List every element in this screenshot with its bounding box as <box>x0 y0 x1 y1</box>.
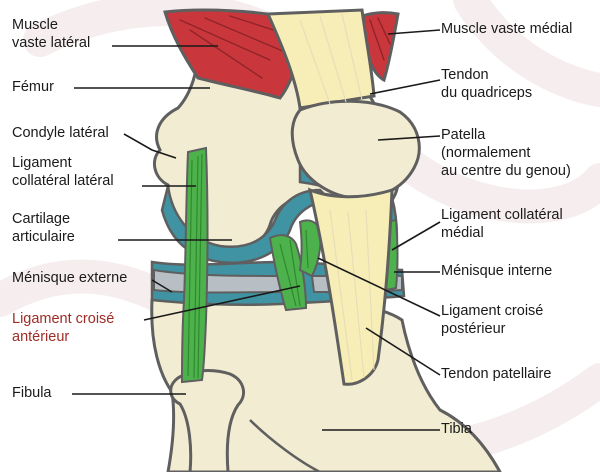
label-muscle-vaste-medial: Muscle vaste médial <box>441 20 572 38</box>
label-tibia: Tibia <box>441 420 472 438</box>
leader-tendon-quadriceps <box>370 80 440 94</box>
label-tendon-patellaire: Tendon patellaire <box>441 365 551 383</box>
label-ligament-collateral-lateral: Ligament collatéral latéral <box>12 154 114 190</box>
label-patella: Patella (normalement au centre du genou) <box>441 126 571 180</box>
leader-collateral-medial <box>392 222 440 250</box>
label-fibula: Fibula <box>12 384 52 402</box>
label-menisque-interne: Ménisque interne <box>441 262 552 280</box>
label-menisque-externe: Ménisque externe <box>12 269 127 287</box>
label-muscle-vaste-lateral: Muscle vaste latéral <box>12 16 90 52</box>
label-tendon-quadriceps: Tendon du quadriceps <box>441 66 532 102</box>
label-ligament-croise-anterieur: Ligament croisé antérieur <box>12 310 114 346</box>
label-femur: Fémur <box>12 78 54 96</box>
label-ligament-croise-posterieur: Ligament croisé postérieur <box>441 302 543 338</box>
label-ligament-collateral-medial: Ligament collatéral médial <box>441 206 563 242</box>
label-cartilage-articulaire: Cartilage articulaire <box>12 210 75 246</box>
label-condyle-lateral: Condyle latéral <box>12 124 109 142</box>
